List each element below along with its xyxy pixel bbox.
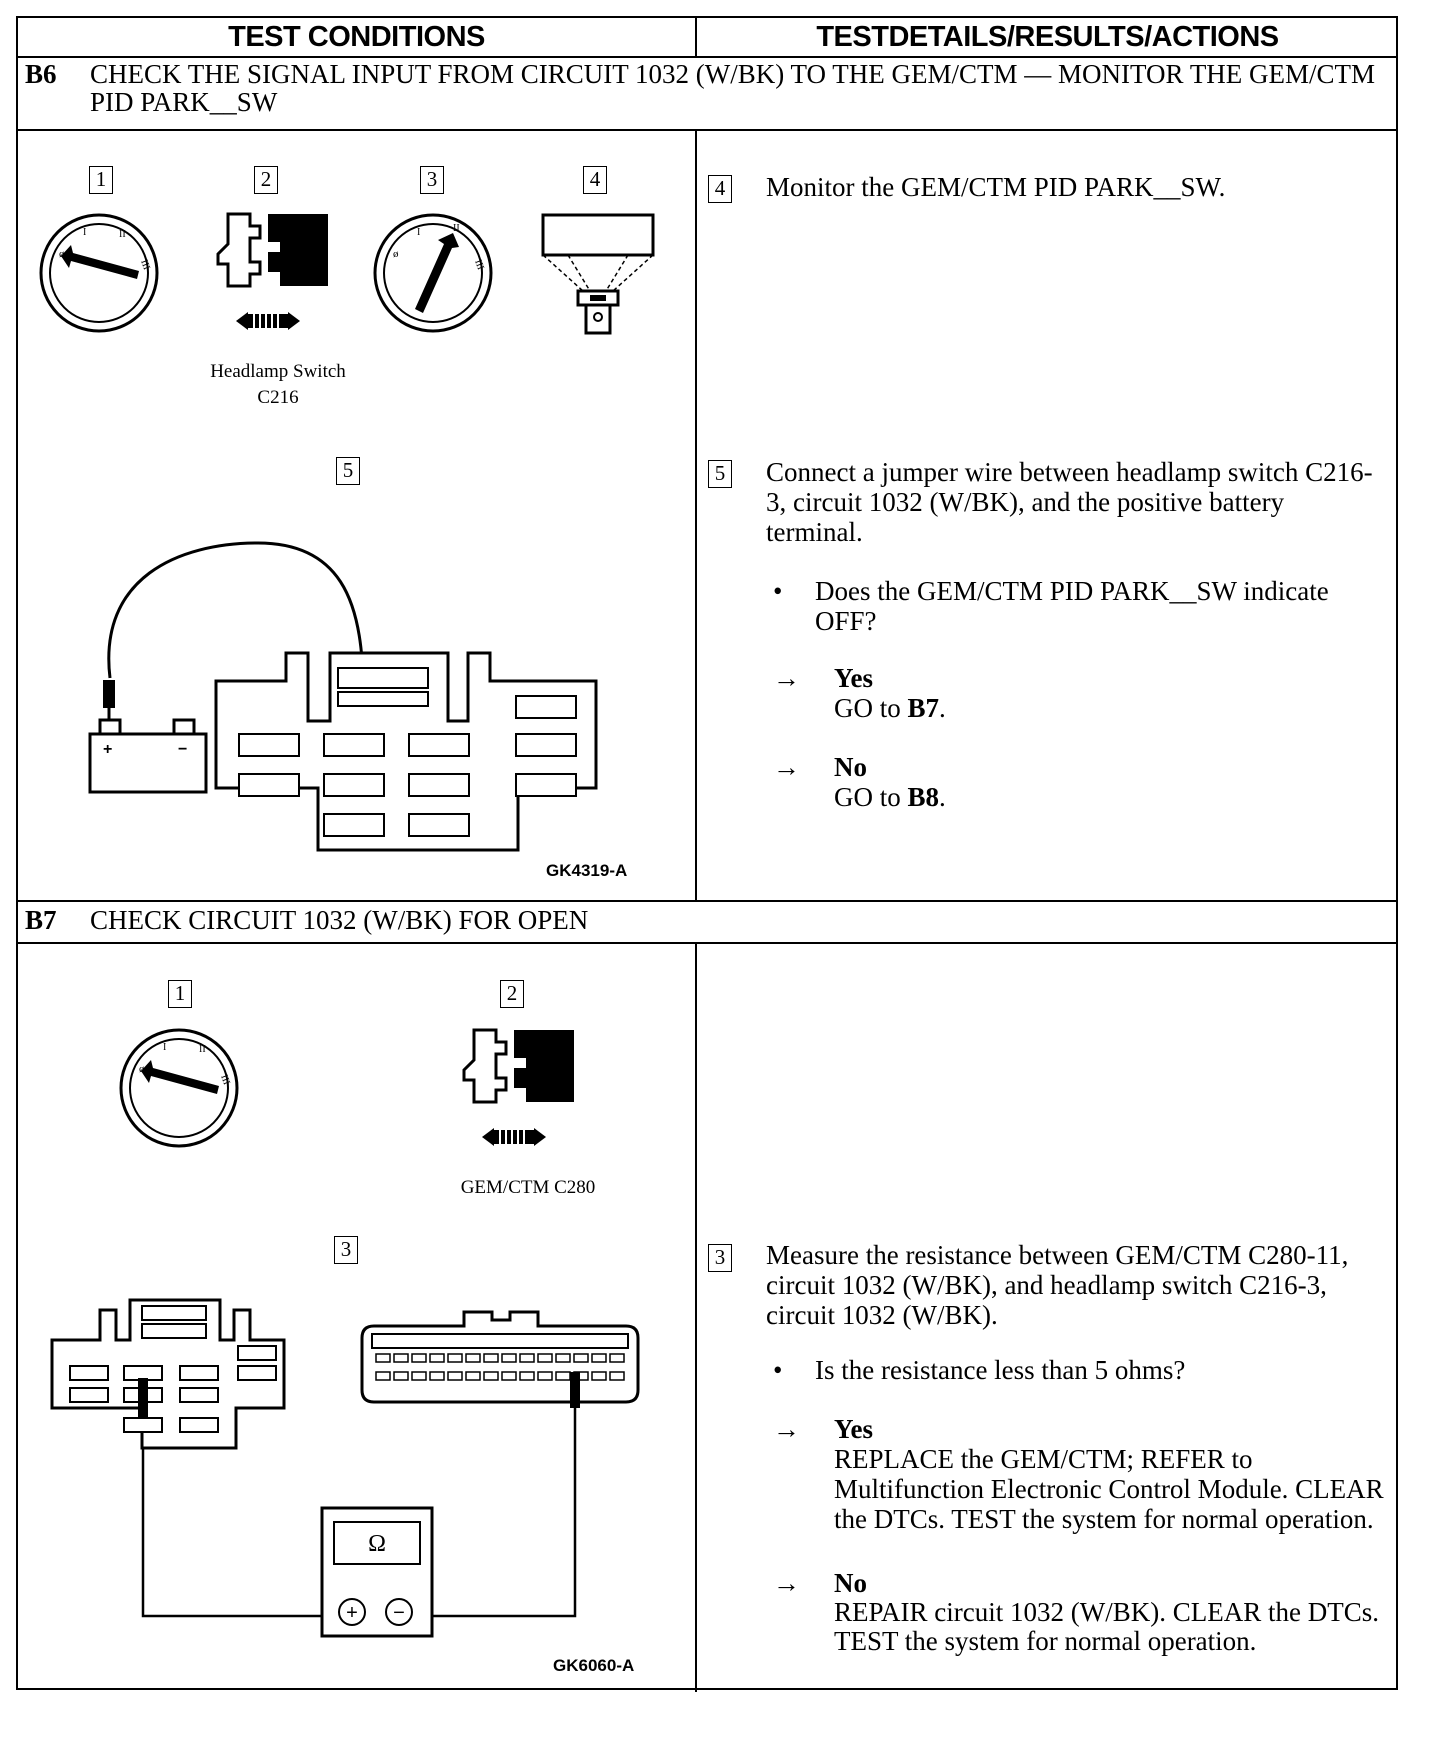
ignition-off-icon: ø I II III xyxy=(39,213,159,333)
b6-title-divider xyxy=(18,129,1396,131)
b6-yes-action-text: GO to xyxy=(834,693,908,723)
b6-no-suffix: . xyxy=(939,782,946,812)
header-test-conditions: TEST CONDITIONS xyxy=(228,21,485,53)
b7-fig-step-3: 3 xyxy=(334,1236,358,1264)
meter-minus-label: − xyxy=(393,1602,405,1624)
b6-step-5-number: 5 xyxy=(708,460,732,488)
b7-connector-caption: GEM/CTM C280 xyxy=(460,1177,596,1198)
b6-no-label: No xyxy=(834,752,867,782)
b6-title: CHECK THE SIGNAL INPUT FROM CIRCUIT 1032… xyxy=(90,59,1376,117)
b6-fig-step-2: 2 xyxy=(254,166,278,194)
b6-yes-action: GO to B7. xyxy=(834,693,946,723)
header-test-details: TESTDETAILS/RESULTS/ACTIONS xyxy=(816,21,1279,53)
b7-no-action: REPAIR circuit 1032 (W/BK). CLEAR the DT… xyxy=(834,1597,1379,1656)
b6-switch-caption-line2: C216 xyxy=(257,387,299,408)
b7-yes-arrow: → xyxy=(773,1414,800,1444)
header-divider xyxy=(18,56,1396,58)
b7-title: CHECK CIRCUIT 1032 (W/BK) FOR OPEN xyxy=(90,905,589,935)
test-procedure-table: TEST CONDITIONS TESTDETAILS/RESULTS/ACTI… xyxy=(16,16,1398,1692)
b6-switch-caption-line1: Headlamp Switch xyxy=(210,361,346,382)
ohm-symbol: Ω xyxy=(368,1531,386,1557)
b7-step-3-text: Measure the resistance between GEM/CTM C… xyxy=(766,1240,1349,1330)
b6-fig-step-3: 3 xyxy=(420,166,444,194)
svg-text:III: III xyxy=(218,1073,232,1086)
ignition-on-icon: ø I II III xyxy=(373,213,493,333)
b6-question-bullet: • xyxy=(773,576,783,606)
b6-column-divider xyxy=(695,129,697,900)
b6-step-5-text: Connect a jumper wire between headlamp s… xyxy=(766,457,1373,547)
b6-yes-label: Yes xyxy=(834,663,873,693)
b6-no-arrow: → xyxy=(773,752,800,782)
b6-no-action: GO to B8. xyxy=(834,782,946,812)
b7-no-arrow: → xyxy=(773,1568,800,1598)
b7-connector-disconnect-icon xyxy=(462,1028,574,1146)
svg-text:III: III xyxy=(138,258,152,271)
svg-text:II: II xyxy=(453,223,460,234)
svg-text:I: I xyxy=(163,1042,166,1053)
b6-title-row: B6 CHECK THE SIGNAL INPUT FROM CIRCUIT 1… xyxy=(18,60,1398,128)
meter-plus-label: + xyxy=(346,1602,358,1624)
b7-question-bullet: • xyxy=(773,1355,783,1385)
svg-text:III: III xyxy=(472,258,486,271)
connector-disconnect-icon xyxy=(216,212,328,330)
b6-fig-step-1: 1 xyxy=(89,166,113,194)
b6-question: Does the GEM/CTM PID PARK__SW indicate O… xyxy=(815,576,1329,636)
b7-step-id: B7 xyxy=(25,905,57,935)
b7-ignition-off-icon: ø I II III xyxy=(119,1028,239,1148)
b6-yes-target: B7 xyxy=(907,693,940,723)
svg-text:I: I xyxy=(417,227,420,238)
header-column-divider xyxy=(695,18,697,56)
b6-fig-step-5: 5 xyxy=(336,457,360,485)
battery-plus-label: + xyxy=(103,741,112,758)
b7-yes-action: REPLACE the GEM/CTM; REFER to Multifunct… xyxy=(834,1444,1384,1534)
b7-title-row: B7 CHECK CIRCUIT 1032 (W/BK) FOR OPEN xyxy=(18,906,1398,938)
svg-text:I: I xyxy=(83,227,86,238)
b6-no-action-text: GO to xyxy=(834,782,908,812)
b6-no-target: B8 xyxy=(907,782,940,812)
b6-step-4-number: 4 xyxy=(708,175,732,203)
svg-text:ø: ø xyxy=(393,248,399,260)
b7-column-divider xyxy=(695,942,697,1692)
b6-figure-id: GK4319-A xyxy=(546,861,628,880)
resistance-test-diagram: Ω + − xyxy=(50,1298,640,1638)
b7-step-3-number: 3 xyxy=(708,1244,732,1272)
b7-figure-id: GK6060-A xyxy=(553,1656,635,1675)
b6-yes-suffix: . xyxy=(939,693,946,723)
svg-text:ø: ø xyxy=(139,1063,145,1075)
b6-bottom-divider xyxy=(18,900,1396,902)
svg-text:II: II xyxy=(119,229,126,240)
svg-text:II: II xyxy=(199,1044,206,1055)
b7-yes-label: Yes xyxy=(834,1414,873,1444)
b7-no-label: No xyxy=(834,1568,867,1598)
b7-fig-step-1: 1 xyxy=(168,980,192,1008)
b7-title-divider xyxy=(18,942,1396,944)
battery-minus-label: − xyxy=(178,741,187,758)
b6-fig-step-4: 4 xyxy=(583,166,607,194)
b6-step-id: B6 xyxy=(25,59,57,89)
svg-text:ø: ø xyxy=(59,248,65,260)
b6-yes-arrow: → xyxy=(773,663,800,693)
b7-fig-step-2: 2 xyxy=(500,980,524,1008)
b7-question: Is the resistance less than 5 ohms? xyxy=(815,1355,1186,1385)
scan-tool-icon xyxy=(541,213,655,335)
jumper-wire-diagram: + − xyxy=(88,541,598,852)
b6-step-4-text: Monitor the GEM/CTM PID PARK__SW. xyxy=(766,172,1226,202)
